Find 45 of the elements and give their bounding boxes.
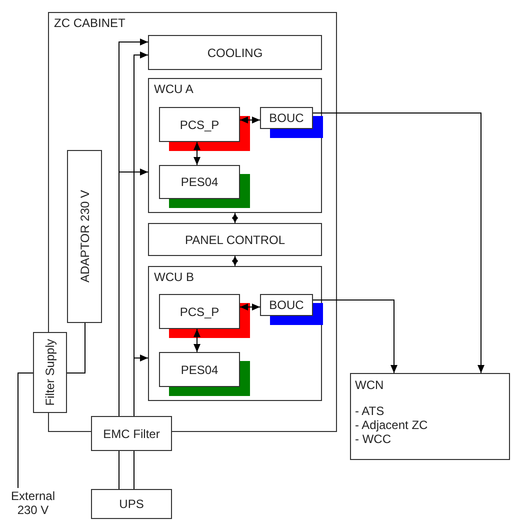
box-label: External 230 V <box>10 489 56 517</box>
box-label: ADAPTOR 230 V <box>78 190 92 283</box>
component-box <box>260 294 313 316</box>
connector-arrow <box>312 300 398 374</box>
connector-arrow <box>240 116 260 124</box>
box-label: PES04 <box>180 362 218 376</box>
component-box <box>33 332 67 413</box>
box-label: BOUC <box>269 298 304 312</box>
list-item: - WCC <box>355 432 392 446</box>
box-label: PANEL CONTROL <box>184 232 286 246</box>
list-item: - ATS <box>355 404 386 418</box>
component-box <box>260 107 313 129</box>
box-label: PES04 <box>180 175 218 189</box>
connector-arrow <box>232 256 238 266</box>
component-box <box>159 294 240 329</box>
connector-arrow <box>194 328 200 352</box>
component-box <box>148 35 322 70</box>
box-title: WCU B <box>154 270 194 284</box>
component-box <box>91 416 172 451</box>
component-box <box>91 489 172 519</box>
component-box <box>159 165 240 199</box>
group-box <box>148 78 322 213</box>
network-box <box>350 373 510 460</box>
box-title: WCU A <box>154 82 194 96</box>
connector-arrow <box>134 354 148 416</box>
component-box <box>159 352 240 387</box>
connector-arrow <box>240 304 260 310</box>
connector-arrow <box>232 212 238 224</box>
box-title: WCN <box>355 378 385 392</box>
list-item: - Adjacent ZC <box>355 418 429 432</box>
connector-arrow <box>312 112 484 374</box>
component-box <box>148 223 322 256</box>
box-label: BOUC <box>269 111 304 125</box>
connector-arrow <box>118 168 148 416</box>
box-label: COOLING <box>207 46 263 60</box>
component-box <box>67 150 102 323</box>
box-label: EMC Filter <box>103 426 160 440</box>
connector-arrow <box>194 142 200 166</box>
box-label: UPS <box>119 497 144 511</box>
box-label: PCS_P <box>180 118 220 132</box>
component-box <box>159 107 240 142</box>
box-label: PCS_P <box>180 304 220 318</box>
group-box <box>148 266 322 401</box>
box-label: Filter Supply <box>43 339 57 406</box>
box-title: ZC CABINET <box>54 16 126 30</box>
